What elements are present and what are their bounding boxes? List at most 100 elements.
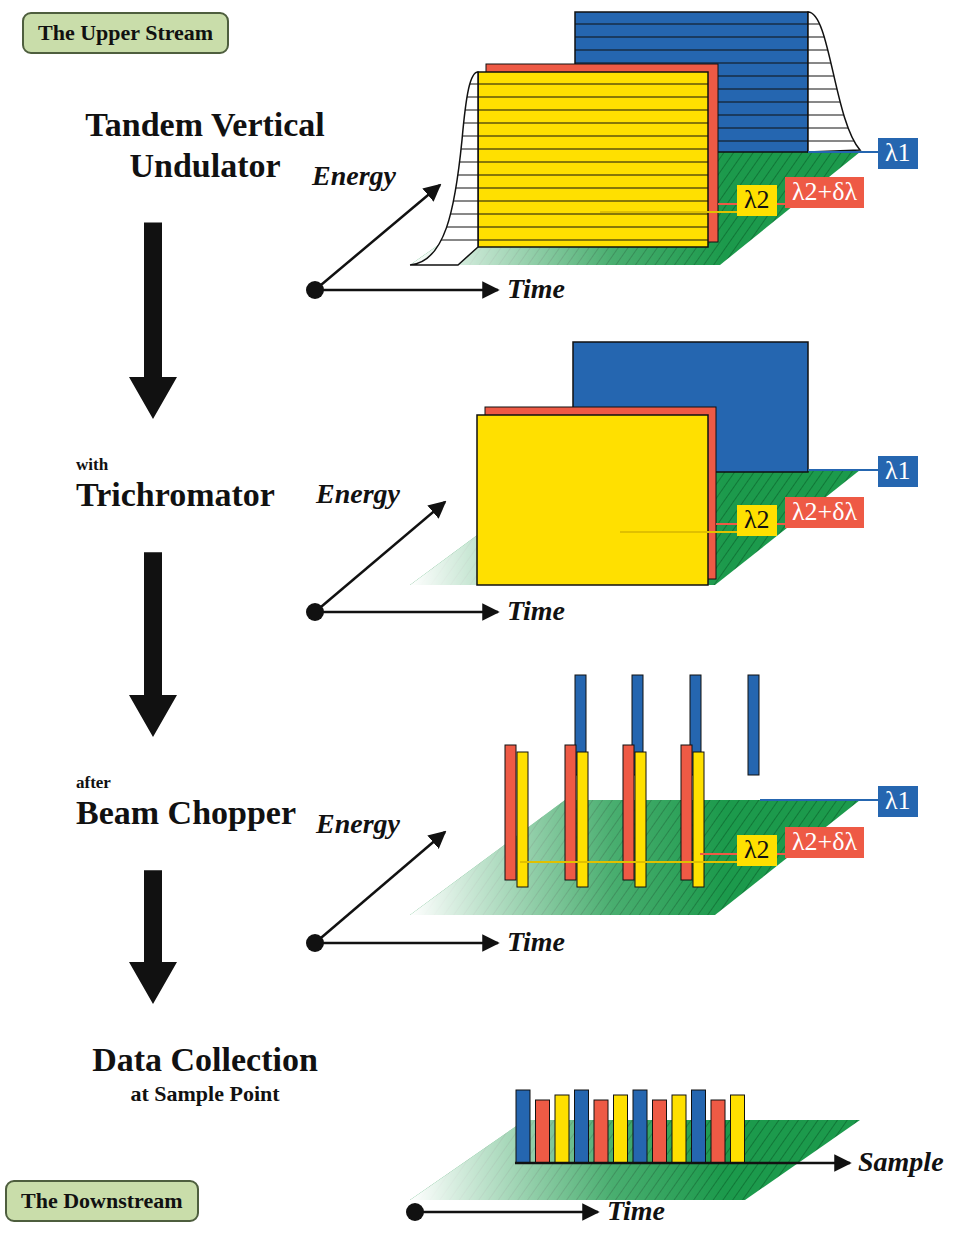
- profile-line: [400, 149, 478, 150]
- node-text: λ1: [885, 457, 911, 486]
- lambda2-lead: [620, 531, 737, 533]
- axis-label: Time: [607, 1195, 665, 1227]
- pulse-bar: [505, 745, 516, 880]
- node-text: The Upper Stream: [38, 20, 213, 46]
- pulse-bar: [693, 752, 704, 887]
- node-text: Data Collection: [45, 1040, 365, 1081]
- time-axis: [315, 611, 498, 614]
- pulse-bar: [565, 745, 576, 880]
- profile-line: [478, 110, 708, 111]
- node-text: λ2+δλ: [792, 828, 857, 857]
- profile-line: [575, 37, 808, 38]
- pulse-bar: [536, 1100, 550, 1163]
- node-text: λ1: [885, 139, 911, 168]
- wavelength-tag: λ2: [737, 505, 777, 536]
- node-text: λ2+δλ: [792, 498, 857, 527]
- energy-axis: [315, 502, 445, 612]
- time-axis: [315, 289, 498, 292]
- node-text: Beam Chopper: [76, 793, 296, 834]
- node-text: λ2: [744, 836, 770, 865]
- profile-line: [400, 201, 478, 202]
- profile-line: [400, 110, 478, 111]
- node-text: with: [76, 455, 275, 475]
- node-text: λ2: [744, 506, 770, 535]
- pulse-bar: [635, 752, 646, 887]
- pulse-bar: [711, 1100, 725, 1163]
- pulse-bar: [623, 745, 634, 880]
- node-text: The Downstream: [21, 1188, 183, 1214]
- profile-line: [478, 97, 708, 98]
- node-text: at Sample Point: [45, 1081, 365, 1107]
- flow-arrow: [129, 223, 177, 419]
- profile-line: [400, 175, 478, 176]
- profile-line: [400, 188, 478, 189]
- lambda1-lead: [760, 799, 880, 801]
- wavelength-tag: λ2+δλ: [785, 497, 864, 528]
- lambda2-beam: [477, 415, 708, 585]
- lambda2-lead: [600, 211, 737, 213]
- profile-line: [478, 175, 708, 176]
- profile-line: [478, 84, 708, 85]
- pulse-bar: [517, 752, 528, 887]
- node-text: Tandem Vertical Undulator: [55, 105, 355, 187]
- axis-label: Energy: [316, 808, 400, 840]
- profile-line: [478, 240, 708, 241]
- energy-axis: [315, 832, 445, 943]
- pulse-bar: [594, 1100, 608, 1163]
- pulse-bar: [555, 1095, 569, 1163]
- lambda1-lead: [808, 151, 880, 153]
- axis-origin: [306, 934, 324, 952]
- profile-line: [808, 102, 862, 103]
- time-axis: [315, 942, 498, 945]
- stage-label: Tandem Vertical Undulator: [55, 105, 355, 187]
- profile-line: [478, 227, 708, 228]
- profile-line: [400, 97, 478, 98]
- pulse-bar: [748, 675, 759, 775]
- profile-line: [808, 37, 862, 38]
- wavelength-tag: λ1: [878, 786, 918, 817]
- profile-line: [808, 115, 862, 116]
- profile-line: [575, 63, 808, 64]
- pulse-bar: [672, 1095, 686, 1163]
- profile-line: [400, 136, 478, 137]
- profile-line: [400, 214, 478, 215]
- axis-origin: [306, 281, 324, 299]
- node-text: Trichromator: [76, 475, 275, 516]
- pulse-bar: [731, 1095, 745, 1163]
- axis-label: Time: [507, 273, 565, 305]
- profile-line: [400, 84, 478, 85]
- pulse-bar: [681, 745, 692, 880]
- axis-label: Time: [507, 595, 565, 627]
- time-axis: [415, 1211, 598, 1214]
- profile-line: [400, 240, 478, 241]
- profile-line: [808, 24, 862, 25]
- flow-arrow: [129, 552, 177, 737]
- stage-label: Data Collectionat Sample Point: [45, 1040, 365, 1107]
- wavelength-tag: λ2+δλ: [785, 827, 864, 858]
- pulse-bars: [516, 1090, 745, 1163]
- axis-label: Sample: [858, 1146, 944, 1178]
- profile-line: [808, 63, 862, 64]
- profile-line: [478, 214, 708, 215]
- lambda2-lead: [520, 861, 737, 863]
- stage-label: withTrichromator: [76, 455, 275, 516]
- pulse-bar: [614, 1095, 628, 1163]
- pulse-bar: [653, 1100, 667, 1163]
- axis-origin: [306, 603, 324, 621]
- flow-arrow: [129, 870, 177, 1004]
- sample-axis: [515, 1162, 850, 1165]
- profile-line: [808, 89, 862, 90]
- profile-line: [478, 188, 708, 189]
- wavelength-tag: λ2: [737, 185, 777, 216]
- profile-line: [808, 76, 862, 77]
- node-text: λ2: [744, 186, 770, 215]
- profile-line: [478, 136, 708, 137]
- panel-chopper: [306, 675, 880, 952]
- stage-label: afterBeam Chopper: [76, 773, 296, 834]
- stream-tag: The Downstream: [5, 1180, 199, 1222]
- node-text: λ2+δλ: [792, 178, 857, 207]
- pulse-bar: [575, 1090, 589, 1163]
- pulse-bar: [577, 752, 588, 887]
- axis-label: Energy: [312, 160, 396, 192]
- profile-line: [478, 123, 708, 124]
